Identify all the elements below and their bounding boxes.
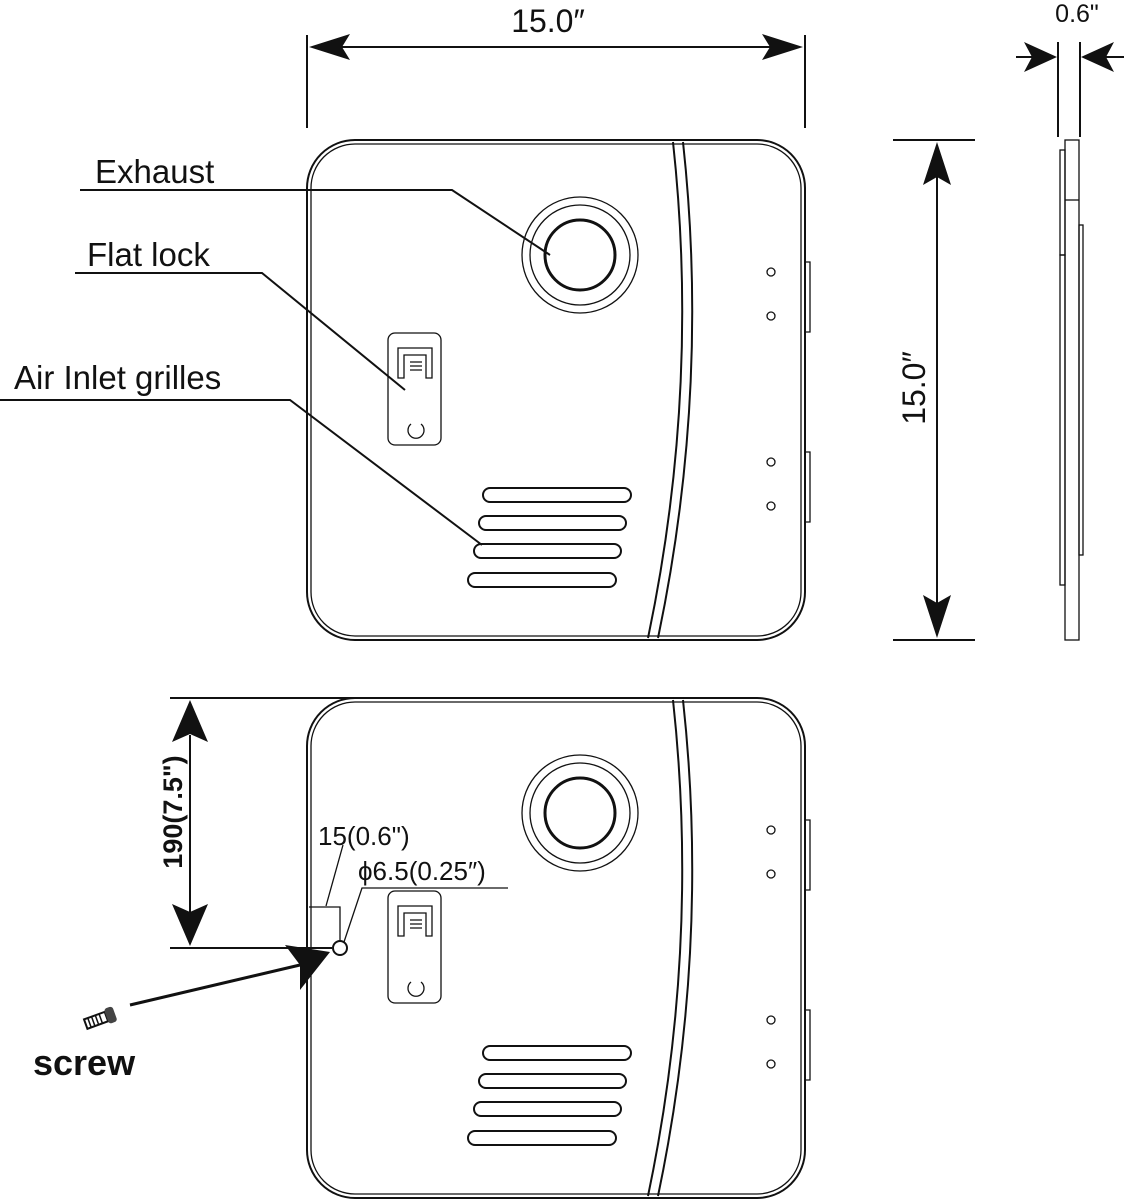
width-dimension: 15.0″ [306,3,806,128]
horizontal-offset-label: 15(0.6") [318,821,410,851]
exhaust-label: Exhaust [95,153,214,190]
flat-lock-callout: Flat lock [75,236,406,391]
mounting-view-panel [305,696,812,1200]
screw-icon [82,1006,117,1031]
screw-label: screw [33,1042,136,1083]
front-view-panel [305,138,812,642]
flat-lock-label: Flat lock [87,236,210,273]
height-dimension: 15.0″ [893,139,975,641]
side-view: 0.6" [1016,0,1124,641]
air-inlet-callout: Air Inlet grilles [0,359,483,546]
height-label: 15.0″ [896,351,932,425]
width-label: 15.0″ [511,3,585,39]
air-inlet-label: Air Inlet grilles [14,359,221,396]
vertical-offset-label: 190(7.5") [158,755,188,868]
exhaust-callout: Exhaust [80,153,551,256]
screw-hole [332,940,348,956]
hole-diameter-label: ϕ6.5(0.25″) [358,856,486,886]
mounting-dimensions: 190(7.5") 15(0.6") ϕ6.5(0.25″) [129,697,508,1007]
depth-label: 0.6" [1055,0,1099,28]
